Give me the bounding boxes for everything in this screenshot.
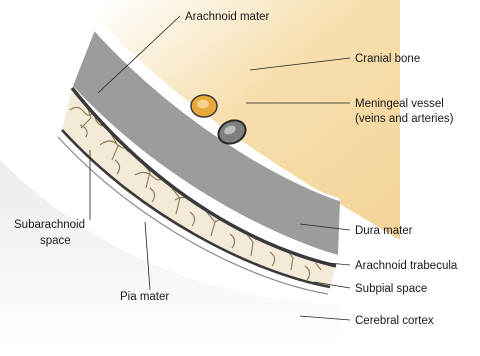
label-subarachnoid-space-2: space	[40, 235, 71, 247]
label-arachnoid-mater: Arachnoid mater	[185, 11, 270, 23]
label-pia-mater: Pia mater	[120, 291, 169, 303]
label-meningeal-vessel: Meningeal vessel	[355, 98, 444, 110]
label-arachnoid-trabecula: Arachnoid trabecula	[355, 260, 458, 272]
label-meningeal-vessel-sub: (veins and arteries)	[355, 113, 454, 125]
label-subarachnoid-space: Subarachnoid	[14, 219, 85, 231]
label-dura-mater: Dura mater	[355, 225, 413, 237]
label-cranial-bone: Cranial bone	[355, 53, 420, 65]
label-subpial-space: Subpial space	[355, 283, 427, 295]
label-cerebral-cortex: Cerebral cortex	[355, 315, 434, 327]
